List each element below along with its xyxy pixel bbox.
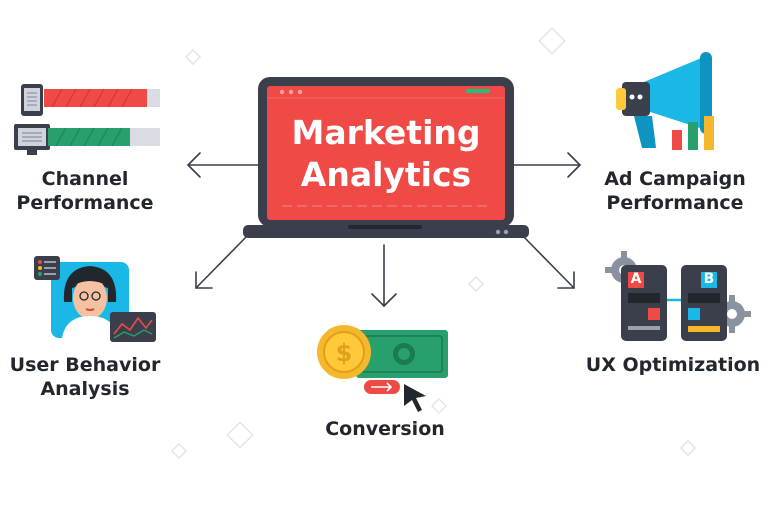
- window-green-bar: [466, 89, 490, 93]
- laptop-trackpad-notch: [348, 225, 422, 229]
- ux-optimization-label: UX Optimization: [585, 354, 761, 376]
- channel-performance-label: Channel Performance: [16, 168, 154, 214]
- center-title-line1: Marketing: [291, 113, 481, 152]
- diamond-decoration: [538, 27, 566, 55]
- ab-label-b: B: [703, 271, 715, 287]
- arrow-to-user-behavior: [195, 232, 251, 289]
- center-title-line2: Analytics: [300, 155, 472, 194]
- ab-label-a: A: [630, 271, 642, 287]
- diamond-decoration: [226, 421, 254, 449]
- arrowhead: [567, 152, 581, 178]
- window-dot: [279, 89, 285, 95]
- cursor-icon: [404, 384, 426, 412]
- ad-campaign-performance-label: Ad Campaign Performance: [604, 168, 746, 214]
- user-behavior-analysis-label: User Behavior Analysis: [9, 354, 161, 400]
- arrowhead: [187, 152, 201, 178]
- arrowhead: [557, 271, 575, 289]
- diamond-decoration: [467, 275, 485, 293]
- center-title: Marketing Analytics: [267, 112, 505, 196]
- window-dot: [297, 89, 303, 95]
- diamond-decoration: [430, 397, 448, 415]
- window-dot: [288, 89, 294, 95]
- diamond-decoration: [170, 442, 188, 460]
- svg-text:$: $: [336, 339, 353, 367]
- arrowhead: [371, 293, 397, 307]
- laptop-base: [243, 225, 529, 238]
- diamond-decoration: [184, 48, 202, 66]
- arrowhead: [195, 271, 213, 289]
- laptop-screen: [267, 86, 505, 220]
- conversion-label: Conversion: [325, 418, 445, 440]
- arrow-to-ux: [519, 232, 575, 289]
- diamond-decoration: [679, 439, 697, 457]
